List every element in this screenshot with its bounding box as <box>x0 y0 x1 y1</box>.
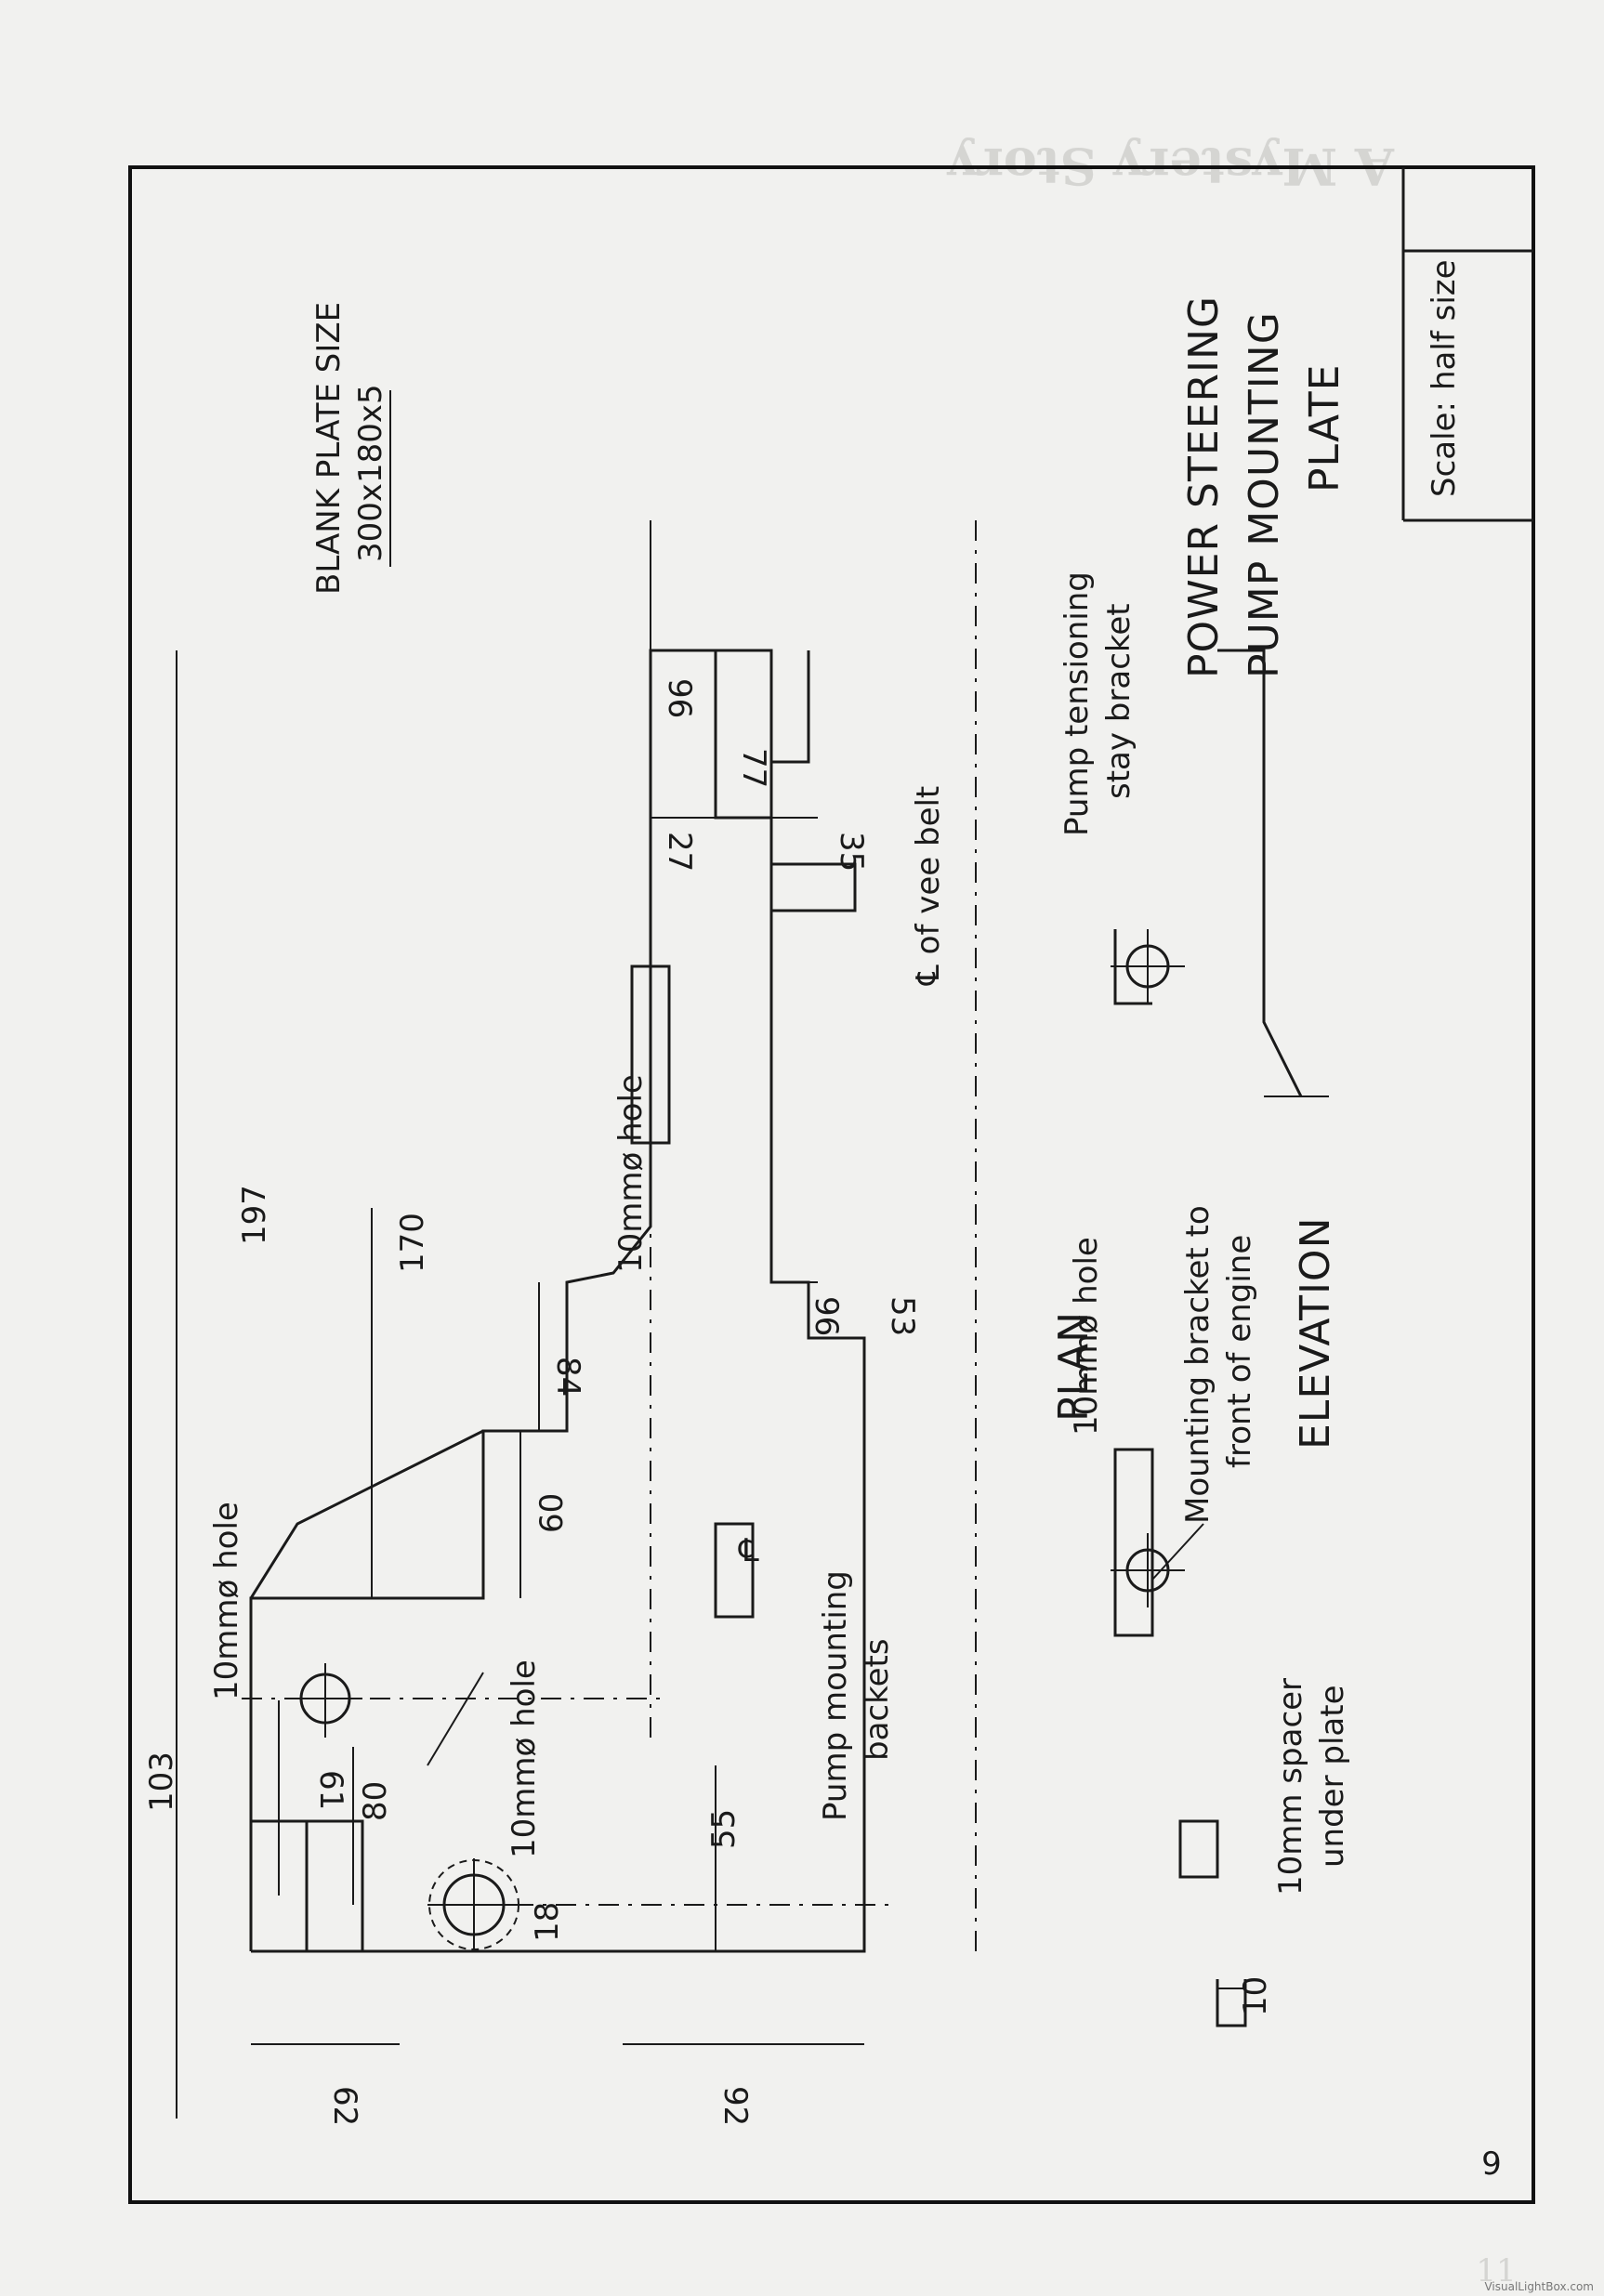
dim-96-a: 96 <box>808 1296 845 1336</box>
label-pump-tension-1: Pump tensioning <box>1058 571 1096 836</box>
label-hole-left: 10mmø hole <box>208 1502 245 1700</box>
label-spacer-1: 10mm spacer <box>1272 1678 1309 1896</box>
dim-27: 27 <box>661 832 698 872</box>
scale-label: Scale: <box>1426 401 1463 497</box>
label-pump-tension-2: stay bracket <box>1100 603 1137 799</box>
dim-18: 18 <box>529 1902 566 1942</box>
dim-103: 103 <box>143 1752 180 1812</box>
label-elev-hole: 10mmø hole <box>1068 1237 1105 1436</box>
page-number: 9 <box>1481 2145 1502 2183</box>
label-spacer-2: under plate <box>1314 1686 1351 1869</box>
elevation-plate <box>1216 1979 1247 2027</box>
label-plan: PLAN <box>1050 1311 1098 1422</box>
plate-outline <box>249 649 866 1953</box>
dim-61: 61 <box>312 1770 349 1810</box>
blank-plate-note: BLANK PLATE SIZE 300x180x5 <box>310 302 391 595</box>
label-mount-bracket-1: Mounting bracket to <box>1179 1205 1216 1524</box>
label-mount-bracket-2: front of engine <box>1221 1235 1258 1468</box>
dim-10: 10 <box>1237 1976 1274 2016</box>
label-centre-mark: ℄ <box>738 1532 759 1569</box>
dim-77: 77 <box>735 748 772 788</box>
dim-35: 35 <box>833 832 870 872</box>
dim-60: 60 <box>533 1493 571 1533</box>
dim-197: 197 <box>236 1185 273 1245</box>
title-line-2: PUMP MOUNTING <box>1241 311 1288 678</box>
title-block: POWER STEERING PUMP MOUNTING PLATE Scale… <box>1180 167 1533 678</box>
label-hole-upper: 10mmø hole <box>612 1074 650 1273</box>
dim-55: 55 <box>705 1809 743 1849</box>
elevation-spacer <box>1178 1819 1219 1879</box>
blank-plate-line-1: BLANK PLATE SIZE <box>310 302 348 595</box>
label-pump-backets-2: backets <box>859 1638 896 1761</box>
dim-170: 170 <box>394 1213 431 1273</box>
label-vee-belt: ℄ of vee belt <box>910 786 947 986</box>
drawing-border <box>128 165 1535 2204</box>
dim-92: 92 <box>717 2086 754 2126</box>
label-elevation: ELEVATION <box>1292 1217 1339 1450</box>
plan-dimensions: 62 92 103 61 80 18 55 60 84 170 197 96 <box>143 520 921 2126</box>
title-line-1: POWER STEERING <box>1180 295 1228 678</box>
watermark: VisualLightBox.com <box>1484 2280 1594 2293</box>
plan-view <box>242 520 892 1953</box>
dim-53: 53 <box>884 1296 921 1336</box>
title-line-3: PLATE <box>1301 364 1348 492</box>
annotations: 10mmø hole 10mmø hole 10mmø hole Pump mo… <box>208 571 1137 1858</box>
scale-value: half size <box>1426 259 1463 390</box>
dim-80: 80 <box>357 1781 394 1821</box>
bleed-page-number: 11 <box>1476 2252 1516 2289</box>
dim-62: 62 <box>326 2086 363 2126</box>
label-hole-centre: 10mmø hole <box>506 1660 543 1858</box>
dim-84: 84 <box>549 1357 586 1397</box>
elevation-view: 10 10mmø hole Mounting bracket to front … <box>975 520 1351 2027</box>
pump-backet-rect <box>714 1522 755 1619</box>
blank-plate-line-2: 300x180x5 <box>352 384 389 562</box>
label-pump-backets-1: Pump mounting <box>817 1570 854 1821</box>
dim-96-b: 96 <box>661 678 698 718</box>
